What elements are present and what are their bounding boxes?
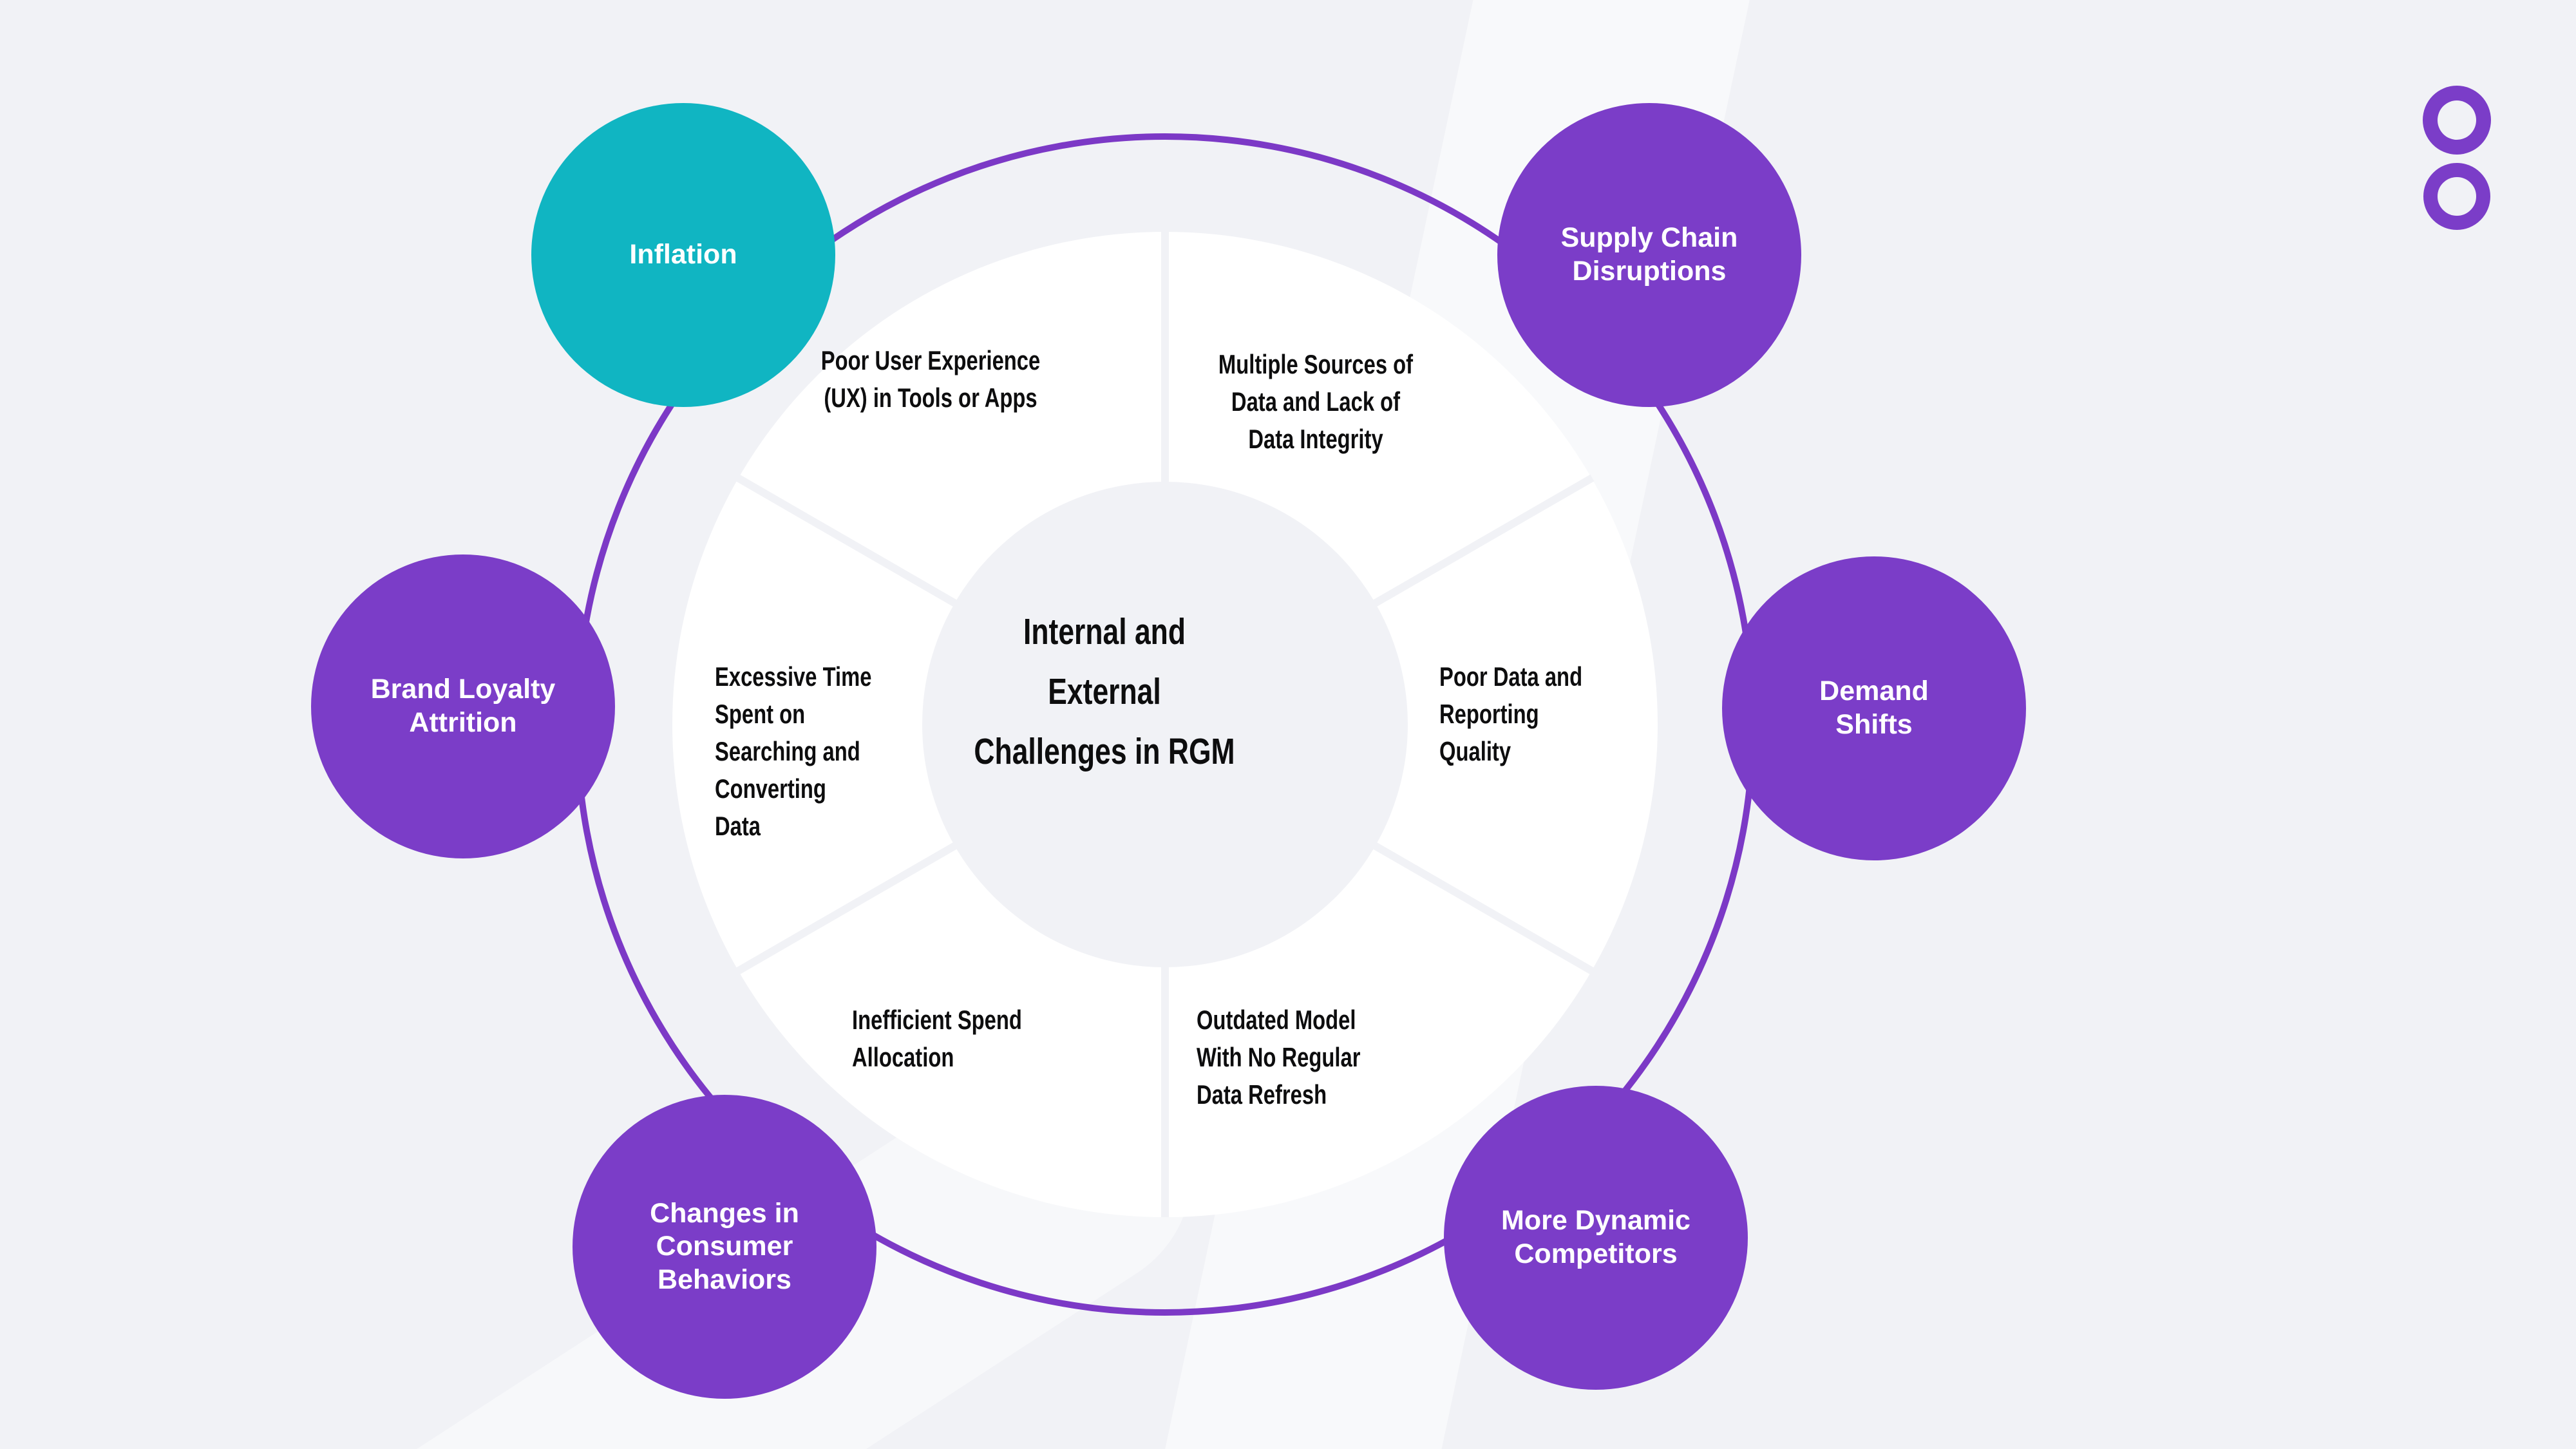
external-challenge-supply-chain-disruptions: Supply Chain Disruptions <box>1497 103 1801 407</box>
hub-title: Internal and External Challenges in RGM <box>974 611 1235 772</box>
internal-challenge-poor-data: Poor Data and Reporting Quality <box>1439 661 1583 766</box>
internal-challenge-inefficient-spend: Inefficient Spend Allocation <box>852 1005 1022 1072</box>
internal-challenge-multiple-sources: Multiple Sources of Data and Lack of Dat… <box>1218 349 1414 454</box>
internal-challenges-wheel <box>672 232 1658 1217</box>
external-challenge-inflation: Inflation <box>531 103 835 407</box>
decorative-ring-icon <box>2423 86 2491 155</box>
external-challenge-brand-loyalty-attrition: Brand Loyalty Attrition <box>311 554 615 858</box>
hub-disc <box>922 482 1408 967</box>
external-challenge-more-dynamic-competitors: More Dynamic Competitors <box>1444 1086 1748 1390</box>
decorative-ring-icon <box>2423 163 2490 230</box>
internal-challenge-poor-ux: Poor User Experience (UX) in Tools or Ap… <box>820 345 1041 413</box>
external-challenge-demand-shifts: Demand Shifts <box>1722 556 2026 860</box>
external-challenge-changes-in-consumer-behaviors: Changes in Consumer Behaviors <box>573 1095 876 1399</box>
internal-challenge-outdated-model: Outdated Model With No Regular Data Refr… <box>1197 1005 1361 1110</box>
internal-challenge-excessive-time: Excessive Time Spent on Searching and Co… <box>715 661 872 841</box>
